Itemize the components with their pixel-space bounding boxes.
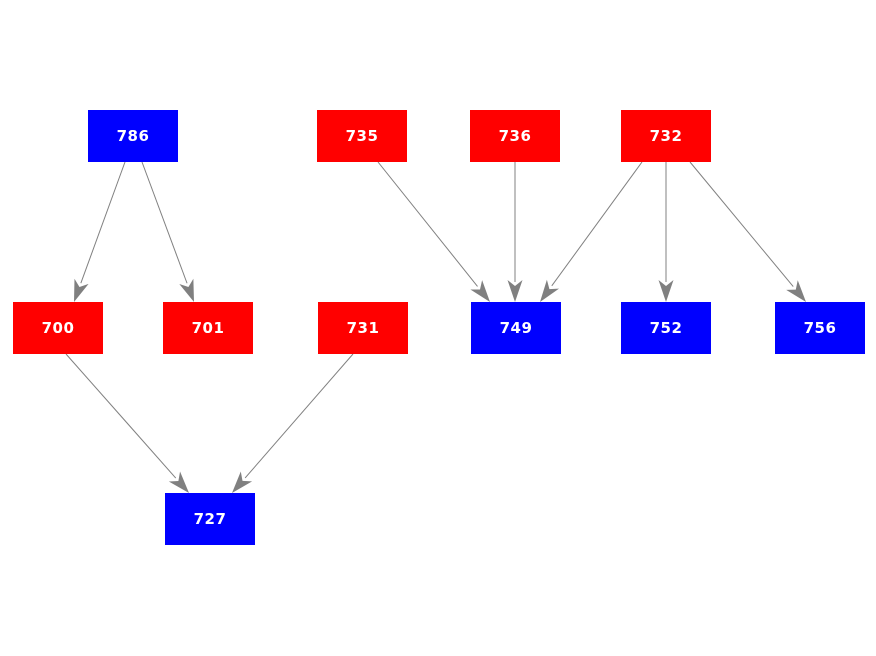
graph-node-786[interactable]: 786 (88, 110, 178, 162)
edge-arrowhead-icon (507, 280, 523, 302)
edge-line (551, 161, 643, 287)
edge-arrowhead-icon (658, 280, 674, 302)
edge-line (141, 161, 188, 284)
graph-edge (689, 161, 806, 302)
edge-line (80, 161, 126, 284)
edge-arrowhead-icon (232, 471, 253, 493)
graph-node-700[interactable]: 700 (13, 302, 103, 354)
edge-arrowhead-icon (540, 279, 560, 302)
graph-node-label: 735 (345, 126, 379, 145)
graph-node-727[interactable]: 727 (165, 493, 255, 545)
edge-arrowhead-icon (168, 471, 189, 493)
graph-node-label: 727 (193, 509, 227, 528)
graph-edge (141, 161, 194, 302)
edge-line (377, 161, 478, 287)
graph-node-label: 732 (649, 126, 683, 145)
edge-arrowhead-icon (74, 278, 89, 302)
graph-node-label: 700 (41, 318, 75, 337)
graph-node-label: 749 (499, 318, 533, 337)
graph-edge (377, 161, 490, 302)
graph-edge (540, 161, 643, 302)
graph-edge (65, 353, 189, 493)
graph-node-701[interactable]: 701 (163, 302, 253, 354)
edge-line (689, 161, 794, 287)
graph-node-735[interactable]: 735 (317, 110, 407, 162)
graph-node-756[interactable]: 756 (775, 302, 865, 354)
graph-node-732[interactable]: 732 (621, 110, 711, 162)
graph-edge (658, 162, 674, 302)
graph-node-749[interactable]: 749 (471, 302, 561, 354)
graph-node-752[interactable]: 752 (621, 302, 711, 354)
graph-node-label: 731 (346, 318, 380, 337)
graph-node-731[interactable]: 731 (318, 302, 408, 354)
graph-node-label: 752 (649, 318, 683, 337)
edge-arrowhead-icon (786, 280, 806, 302)
graph-node-label: 701 (191, 318, 225, 337)
graph-node-736[interactable]: 736 (470, 110, 560, 162)
graph-node-label: 786 (116, 126, 150, 145)
edge-arrowhead-icon (179, 278, 194, 302)
graph-edge (232, 353, 354, 493)
graph-edge (507, 162, 523, 302)
graph-edge (74, 161, 126, 302)
graph-node-label: 756 (803, 318, 837, 337)
edge-line (244, 353, 354, 479)
edge-arrowhead-icon (470, 280, 490, 302)
edge-line (65, 353, 177, 479)
graph-node-label: 736 (498, 126, 532, 145)
